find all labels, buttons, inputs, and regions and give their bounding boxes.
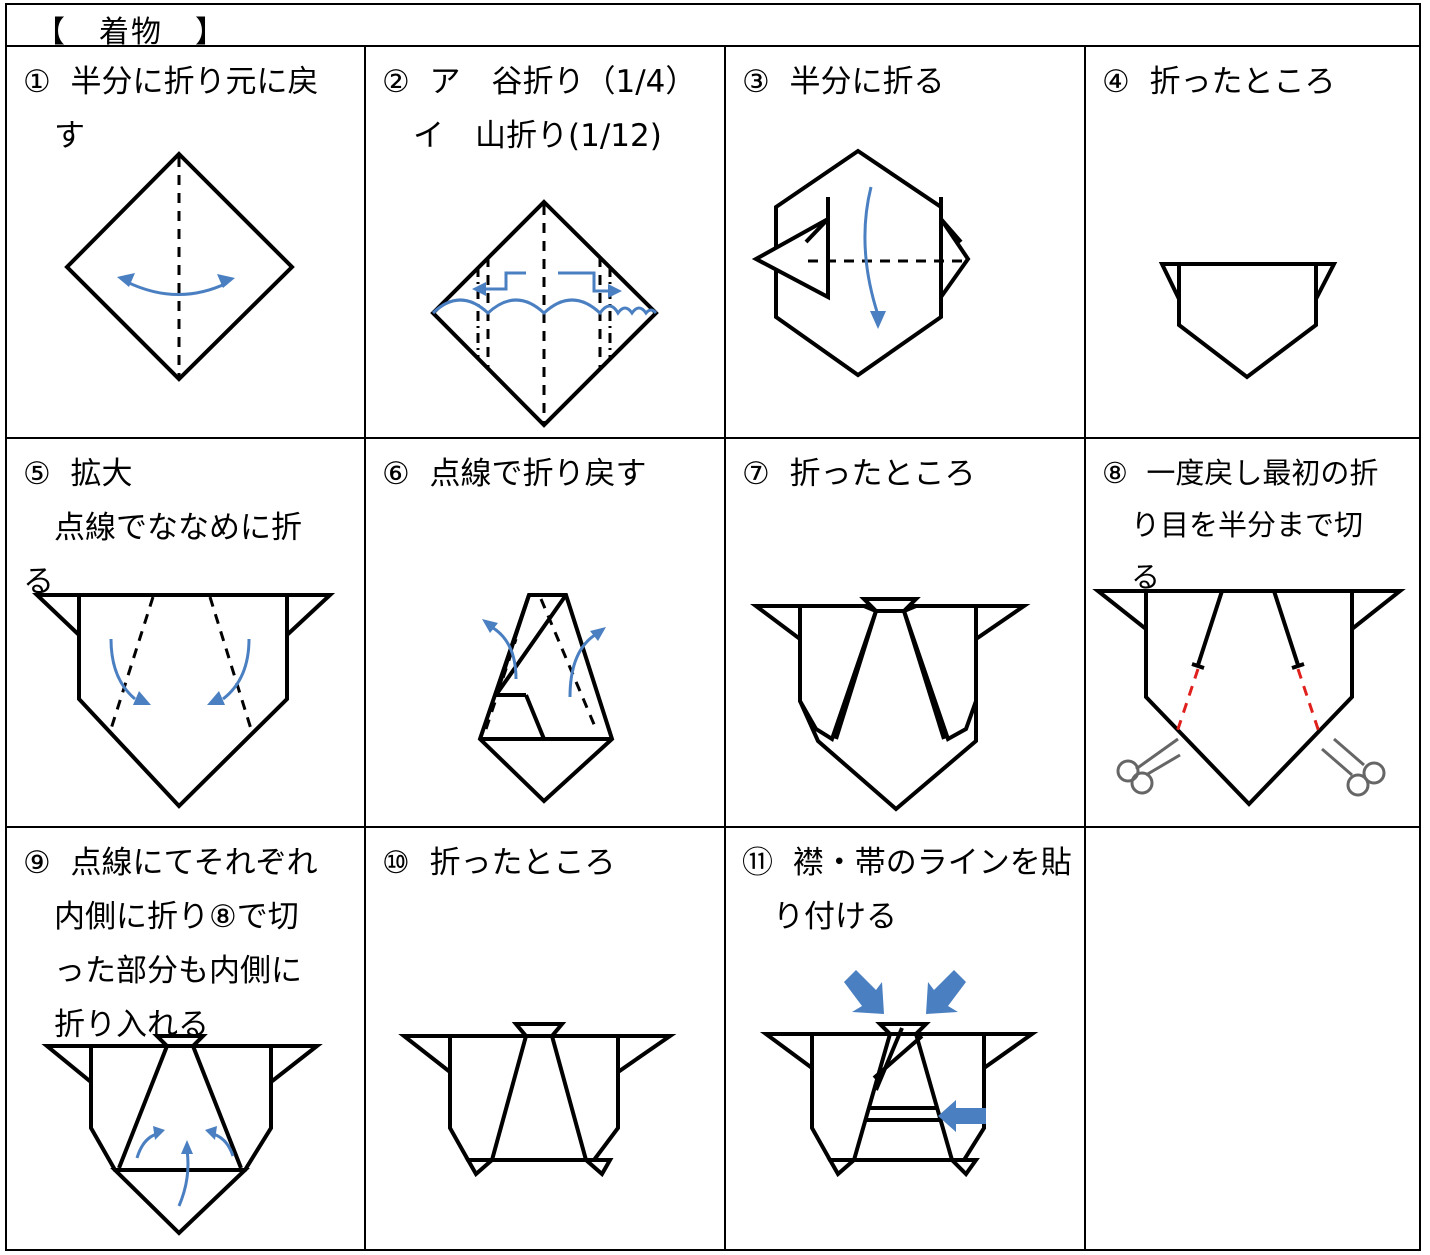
step-6: ⑥ 点線で折り戻す	[366, 439, 724, 826]
step-11-label: ⑪ 襟・帯のラインを貼 り付ける	[742, 845, 1072, 935]
step-2-diagram	[430, 199, 659, 428]
step-7-diagram	[750, 597, 1031, 812]
step-3: ③ 半分に折る	[726, 47, 1084, 437]
arrow-icon	[482, 619, 498, 633]
step-9: ⑨ 点線にてそれぞれ 内側に折り⑧で切 った部分も内側に 折り入れる	[7, 828, 364, 1250]
step-9-diagram	[41, 1034, 323, 1236]
grid-divider	[7, 437, 1419, 439]
arrow-icon	[590, 627, 606, 641]
step-8-diagram	[1092, 589, 1406, 807]
arrow-icon	[205, 1126, 217, 1140]
step-5: ⑤ 拡大 点線でななめに折 る	[7, 439, 364, 826]
step-1-label: ① 半分に折り元に戻 す	[23, 64, 319, 154]
step-3-label: ③ 半分に折る	[742, 64, 945, 100]
step-11: ⑪ 襟・帯のラインを貼 り付ける	[726, 828, 1084, 1250]
step-10-diagram	[398, 1022, 677, 1178]
step-7-label: ⑦ 折ったところ	[742, 456, 976, 492]
step-3-diagram	[751, 148, 971, 378]
step-6-label: ⑥ 点線で折り戻す	[382, 456, 647, 492]
step-8-label: ⑧ 一度戻し最初の折 り目を半分まで切 る	[1102, 456, 1379, 594]
step-8: ⑧ 一度戻し最初の折 り目を半分まで切 る	[1086, 439, 1419, 826]
sheet-title: 【 着物 】	[7, 5, 1419, 50]
instruction-sheet	[5, 3, 1421, 1251]
step-2-label: ② ア 谷折り（1/4） イ 山折り(1/12)	[382, 64, 697, 154]
step-1-diagram	[64, 151, 295, 382]
grid-divider	[724, 45, 726, 1250]
grid-divider	[7, 826, 1419, 828]
arrow-icon	[472, 282, 486, 296]
step-5-diagram	[32, 593, 336, 809]
arrow-icon	[870, 311, 886, 329]
step-2: ② ア 谷折り（1/4） イ 山折り(1/12)	[366, 47, 724, 437]
step-1: ① 半分に折り元に戻 す	[7, 47, 364, 437]
step-10-label: ⑩ 折ったところ	[382, 845, 616, 881]
arrow-icon	[844, 970, 986, 1132]
step-6-diagram	[477, 593, 615, 804]
scissors-icon	[1116, 737, 1181, 795]
arrow-icon	[207, 691, 225, 705]
step-10: ⑩ 折ったところ	[366, 828, 724, 1250]
arrow-icon	[117, 273, 135, 287]
scissors-icon	[1321, 737, 1386, 797]
step-4: ④ 折ったところ	[1086, 47, 1419, 437]
arrow-icon	[217, 274, 235, 288]
step-11-diagram	[759, 970, 1039, 1178]
step-empty	[1086, 828, 1419, 1250]
title-text: 【 着物 】	[35, 15, 227, 50]
step-4-diagram	[1158, 262, 1338, 380]
step-4-label: ④ 折ったところ	[1102, 64, 1336, 100]
arrow-icon	[133, 691, 151, 705]
arrow-icon	[608, 284, 622, 298]
step-7: ⑦ 折ったところ	[726, 439, 1084, 826]
step-5-label: ⑤ 拡大 点線でななめに折 る	[23, 456, 302, 600]
grid-divider	[1084, 45, 1086, 1250]
grid-divider	[364, 45, 366, 1250]
arrow-icon	[153, 1126, 165, 1140]
arrow-icon	[181, 1140, 193, 1154]
